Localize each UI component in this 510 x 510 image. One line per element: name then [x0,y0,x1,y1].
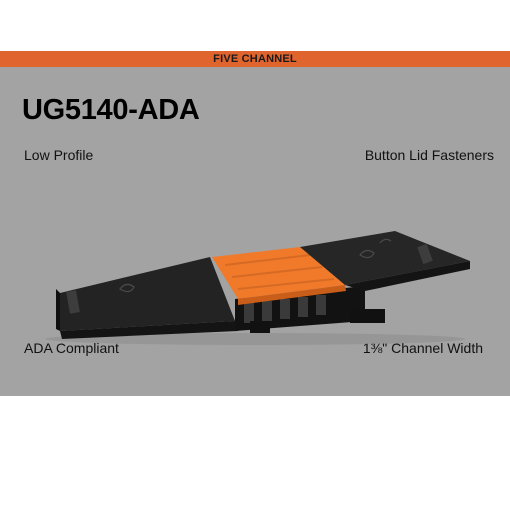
banner-five-channel: FIVE CHANNEL [0,51,510,67]
product-panel: FIVE CHANNEL UG5140-ADA Low Profile Butt… [0,51,510,396]
feature-ada-compliant: ADA Compliant [24,340,119,356]
feature-channel-width: 1⅜" Channel Width [362,340,483,356]
feature-button-lid-fasteners: Button Lid Fasteners [364,147,494,163]
model-title: UG5140-ADA [22,94,200,126]
cable-protector-ramp-image [45,231,470,345]
feature-low-profile: Low Profile [24,147,94,163]
